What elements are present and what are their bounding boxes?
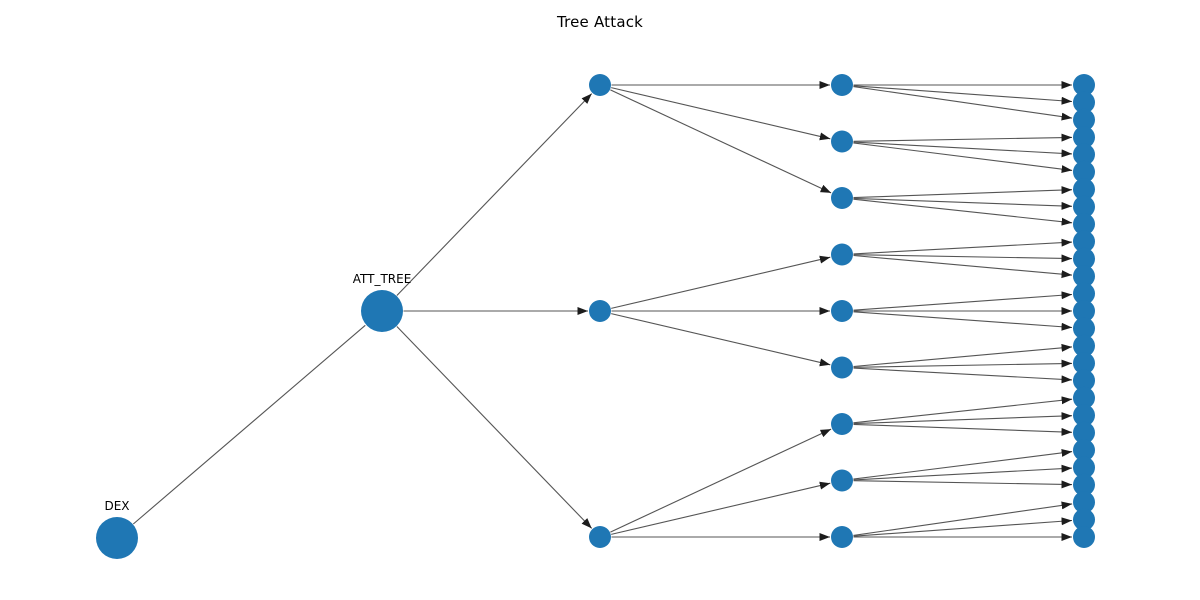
edge-c6-l18 (853, 367, 1073, 384)
edge-c1-l3 (853, 86, 1073, 121)
graph-node-ATT_TREE (361, 290, 403, 332)
graph-node-l6 (1073, 160, 1095, 183)
edge-c1-l2 (853, 85, 1073, 105)
chart-title: Tree Attack (556, 13, 644, 31)
graph-node-l18 (1073, 369, 1095, 392)
graph-node-l13 (1073, 282, 1095, 305)
edge-c4-l10 (853, 238, 1073, 255)
graph-node-l21 (1073, 421, 1095, 444)
graph-node-l17 (1073, 352, 1095, 375)
edge-c8-l22 (853, 448, 1073, 480)
graph-node-l25 (1073, 491, 1095, 514)
edge-c9-l26 (853, 517, 1073, 537)
graph-node-l2 (1073, 91, 1095, 114)
edge-ATT_TREE-b3 (396, 326, 593, 529)
edge-DEX-ATT_TREE (132, 324, 366, 525)
graph-node-l27 (1073, 526, 1095, 548)
edge-c7-l20 (853, 412, 1073, 425)
graph-node-l7 (1073, 178, 1095, 201)
edge-b2-c6 (611, 313, 831, 367)
graph-node-l8 (1073, 195, 1095, 218)
graph-node-c4 (831, 243, 853, 266)
edge-c3-l8 (853, 197, 1073, 210)
graph-node-DEX (96, 517, 138, 559)
graph-node-l24 (1073, 473, 1095, 496)
edge-c2-l6 (853, 142, 1073, 174)
graph-node-l15 (1073, 317, 1095, 340)
graph-node-l20 (1073, 404, 1095, 427)
edge-c8-l23 (853, 464, 1073, 481)
graph-node-l1 (1073, 74, 1095, 96)
graph-node-l26 (1073, 508, 1095, 531)
graph-node-c3 (831, 187, 853, 209)
edge-b3-c8 (611, 481, 831, 535)
node-label-ATT_TREE: ATT_TREE (353, 272, 412, 286)
edge-c2-l5 (853, 141, 1073, 158)
edge-b1-c3 (610, 89, 832, 194)
graph-node-c7 (831, 413, 853, 435)
edge-c4-l12 (853, 254, 1073, 279)
graph-node-l10 (1073, 230, 1095, 253)
graph-node-l16 (1073, 334, 1095, 357)
edge-c5-l15 (853, 311, 1073, 331)
edge-b3-c7 (610, 428, 832, 533)
edge-c3-l9 (853, 198, 1073, 226)
edge-ATT_TREE-b1 (396, 93, 593, 296)
graph-node-l23 (1073, 456, 1095, 479)
edge-b2-c4 (611, 255, 831, 309)
graph-node-l3 (1073, 108, 1095, 131)
edge-c7-l21 (853, 423, 1073, 436)
node-label-DEX: DEX (104, 499, 129, 513)
edge-c4-l11 (853, 254, 1073, 263)
graph-node-c9 (831, 526, 853, 548)
graph-node-l9 (1073, 213, 1095, 236)
edge-c9-l25 (853, 501, 1073, 536)
graph-node-b2 (589, 300, 611, 322)
graph-node-l14 (1073, 300, 1095, 322)
graph-node-c2 (831, 130, 853, 153)
graph-node-b3 (589, 526, 611, 548)
edge-c6-l16 (853, 343, 1073, 368)
edge-c3-l7 (853, 186, 1073, 199)
graph-node-c1 (831, 74, 853, 96)
edge-c2-l4 (853, 133, 1073, 142)
graph-node-b1 (589, 74, 611, 96)
edge-c6-l17 (853, 359, 1073, 368)
graph-node-c8 (831, 469, 853, 492)
graph-node-c6 (831, 356, 853, 379)
edge-c8-l24 (853, 480, 1073, 489)
graph-node-l12 (1073, 265, 1095, 288)
graph-node-c5 (831, 300, 853, 322)
graph-node-l5 (1073, 143, 1095, 166)
graph-node-l11 (1073, 247, 1095, 270)
graph-node-l4 (1073, 126, 1095, 149)
graph-node-l22 (1073, 439, 1095, 462)
graph-node-l19 (1073, 386, 1095, 409)
edge-b1-c2 (611, 87, 831, 141)
edge-c7-l19 (853, 396, 1073, 424)
edge-c5-l13 (853, 291, 1073, 311)
